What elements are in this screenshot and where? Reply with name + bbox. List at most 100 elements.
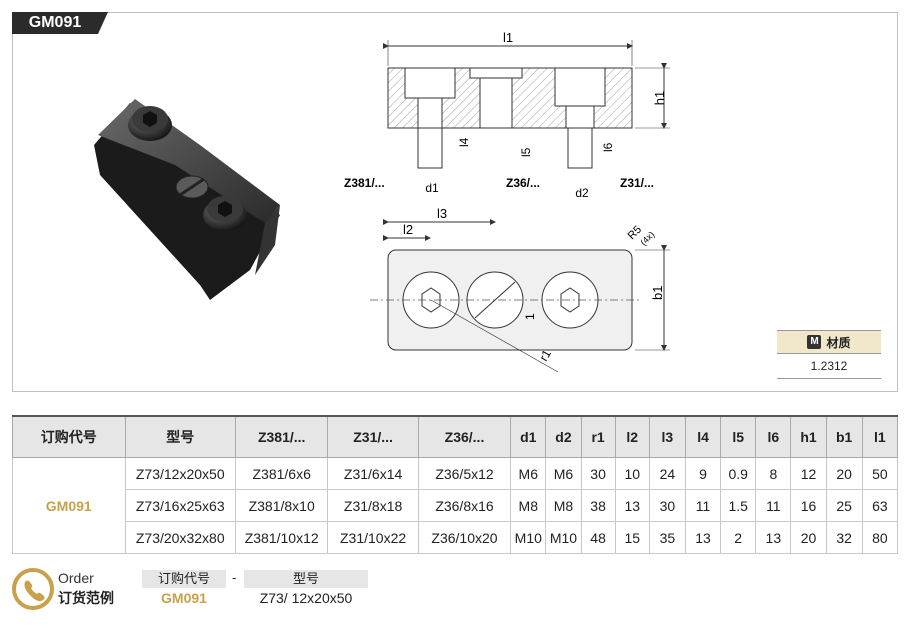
product-code-tag: GM091 [12,12,108,34]
table-header-cell: d2 [545,415,582,458]
label-l4: l4 [457,137,471,147]
table-cell: M8 [545,489,582,522]
table-cell: 48 [580,521,616,554]
label-h1: h1 [652,91,667,105]
material-value: 1.2312 [777,354,881,379]
table-cell: Z36/8x16 [417,489,512,522]
table-cell: 13 [614,489,650,522]
table-cell: 16 [790,489,827,522]
table-cell: 2 [720,521,757,554]
table-header-cell: l3 [648,415,686,458]
top-view: l3 l2 b1 R5 (4x) 1 r1 [370,206,670,373]
table-cell: 50 [861,457,899,490]
table-cell: 30 [648,489,686,522]
table-cell: Z73/12x20x50 [124,457,236,490]
label-z36: Z36/... [506,176,540,190]
order-title-cn: 订货范例 [58,590,114,606]
table-cell: Z381/8x10 [234,489,329,522]
table-header-cell: l2 [614,415,650,458]
table-cell: 8 [755,457,792,490]
table-header-cell: l5 [720,415,757,458]
order-example: Order 订货范例 订购代号 - 型号 GM091 Z73/ 12x20x50 [12,568,898,624]
section-view: l1 h1 l4 l5 l6 d1 d2 Z381/... Z36/... Z3… [344,30,670,200]
table-cell: 15 [614,521,650,554]
table-cell: 11 [755,489,792,522]
material-heading: M 材质 [777,330,881,354]
label-b1: b1 [650,286,665,300]
material-heading-text: 材质 [826,335,851,350]
order-phone-icon [12,568,54,610]
table-cell: 9 [684,457,722,490]
table-cell: M10 [545,521,582,554]
table-cell: Z381/10x12 [234,521,329,554]
table-cell: 20 [825,457,863,490]
order-col1-header: 订购代号 [142,570,226,588]
table-cell: 20 [790,521,827,554]
table-header-cell: l4 [684,415,722,458]
table-cell: Z73/16x25x63 [124,489,236,522]
technical-drawing: l1 h1 l4 l5 l6 d1 d2 Z381/... Z36/... Z3… [344,30,670,373]
table-cell: Z31/10x22 [327,521,419,554]
table-cell: 1.5 [720,489,757,522]
label-z381: Z381/... [344,176,385,190]
table-cell: Z31/8x18 [327,489,419,522]
table-header-cell: r1 [580,415,616,458]
table-cell: 25 [825,489,863,522]
label-l5: l5 [519,147,533,157]
order-title-en: Order [58,570,94,586]
table-cell: 24 [648,457,686,490]
label-d2: d2 [575,186,589,200]
table-header-cell: l1 [861,415,899,458]
table-cell: 13 [755,521,792,554]
material-icon: M [807,335,822,349]
table-cell: 0.9 [720,457,757,490]
table-cell: 11 [684,489,722,522]
table-header-cell: 订购代号 [12,415,126,458]
table-cell: 63 [861,489,899,522]
table-cell: Z36/10x20 [417,521,512,554]
order-col2-header: 型号 [244,570,368,588]
table-cell: 10 [614,457,650,490]
table-cell: 13 [684,521,722,554]
label-z31: Z31/... [620,176,654,190]
label-l1: l1 [503,30,513,45]
table-header-cell: b1 [825,415,863,458]
order-col2-value: Z73/ 12x20x50 [259,590,353,606]
order-code-cell: GM091 [12,457,126,554]
order-col1-value: GM091 [161,590,207,606]
table-cell: 38 [580,489,616,522]
table-header-cell: d1 [510,415,547,458]
table-cell: Z31/6x14 [327,457,419,490]
table-cell: Z36/5x12 [417,457,512,490]
table-header-cell: h1 [790,415,827,458]
label-d1: d1 [425,181,439,195]
table-header-cell: 型号 [124,415,236,458]
product-photo [94,99,280,300]
table-header-cell: Z36/... [417,415,512,458]
product-panel [12,12,898,392]
table-cell: 80 [861,521,899,554]
table-cell: Z381/6x6 [234,457,329,490]
table-cell: 12 [790,457,827,490]
order-separator: - [232,570,237,585]
label-l2: l2 [403,222,413,237]
material-box: M 材质 1.2312 [777,330,881,379]
table-header-cell: Z31/... [327,415,419,458]
table-cell: M6 [510,457,547,490]
label-one: 1 [523,313,537,320]
table-cell: 35 [648,521,686,554]
table-cell: M10 [510,521,547,554]
table-header-cell: l6 [755,415,792,458]
label-l3: l3 [437,206,447,221]
table-cell: 30 [580,457,616,490]
table-cell: M6 [545,457,582,490]
label-l6: l6 [601,142,615,152]
table-cell: Z73/20x32x80 [124,521,236,554]
table-header-cell: Z381/... [234,415,329,458]
table-cell: M8 [510,489,547,522]
